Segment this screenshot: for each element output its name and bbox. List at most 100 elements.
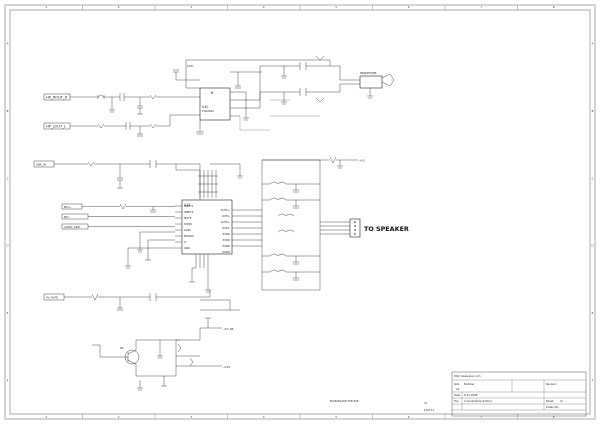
amp-bottom-leads — [195, 254, 209, 268]
zone-bottom-3: 3 — [190, 415, 192, 419]
zone-left-D: D — [7, 244, 9, 248]
amp-pin-right-6: PVDD — [223, 238, 230, 242]
av-mute-cap — [149, 293, 157, 301]
hp-l-res — [97, 123, 105, 129]
title-block: http://www.elec.com Size A3 Number Revis… — [330, 371, 587, 417]
output-filter-box — [261, 159, 321, 291]
amp-left-gnd — [125, 247, 175, 269]
amp-bottom-gnd — [189, 267, 211, 293]
line-in-shunt — [117, 164, 123, 189]
amp-pin-left-5: GAIN — [184, 228, 191, 232]
output-caps-top — [293, 184, 299, 209]
drawn-label: Drawn By — [546, 405, 559, 409]
size-value: A3 — [456, 387, 460, 391]
amp-pin-right-1: OUT1+ — [221, 208, 230, 212]
amp-pin-left-1: INPUT1 — [184, 204, 194, 208]
hp-amp-ic — [199, 87, 231, 121]
hp-r-resistor — [97, 94, 105, 99]
transistor-bias-net — [150, 339, 200, 377]
zone-right-F: F — [592, 378, 594, 382]
headphone-amp-section: HP_ROUT_R HP_LOUT_L U10 TDA2822 ▲ C101 — [43, 55, 395, 137]
hp-amp-supply-ref: C101 — [187, 64, 194, 68]
hp-out-shunts — [281, 66, 287, 105]
supply-res — [329, 156, 337, 164]
zone-bottom-7: 7 — [480, 415, 482, 419]
zone-top-4: 4 — [263, 5, 265, 9]
output-inductor-leads — [262, 183, 320, 273]
mic-res — [119, 203, 127, 210]
zone-top-2: 2 — [118, 5, 120, 9]
output-inductors — [269, 181, 287, 273]
amp-pin-right-3: OUT2+ — [221, 220, 230, 224]
amp-pin-right-4: OUT2- — [222, 226, 230, 230]
mic-cap — [150, 206, 156, 213]
size-label: Size — [454, 382, 460, 386]
speaker-connector — [349, 218, 361, 238]
zone-left-F: F — [7, 378, 9, 382]
zone-top-7: 7 — [480, 5, 482, 9]
rail-top — [205, 317, 211, 328]
to-speaker-label: TO SPEAKER — [364, 225, 409, 233]
hp-r-shunt-cap — [137, 97, 143, 115]
date-label: Date — [454, 393, 461, 397]
headphone-jack — [359, 75, 383, 89]
zone-bottom-8: 8 — [553, 415, 555, 419]
hp-amp-supply-wire — [185, 59, 270, 89]
zone-bottom-2: 2 — [118, 415, 120, 419]
amp-right-leads — [232, 209, 262, 247]
output-mid-inductors — [277, 213, 295, 233]
speaker-pin-3 — [354, 229, 356, 231]
hp-lout-label: HP_LOUT_L — [46, 125, 66, 129]
file-label: File — [454, 399, 459, 403]
zone-right-C: C — [592, 176, 594, 180]
supply-label: +5V — [359, 159, 365, 163]
hp-fb-cap2 — [230, 71, 262, 89]
amp-pin-left-7: TJ — [184, 240, 187, 244]
amp-pin-left-4: SHDN — [184, 222, 192, 226]
output-caps-bottom — [293, 256, 299, 281]
amp-pin-left-3: MUTE — [184, 216, 192, 220]
line-in-bias — [175, 163, 243, 179]
hp-amp-gnd — [196, 120, 204, 135]
zone-top-8: 8 — [553, 5, 555, 9]
date-value: 8-13-2008 — [464, 393, 478, 397]
mic-minus-label: MIC- — [64, 215, 70, 219]
mute-aux — [200, 299, 240, 311]
inner-frame — [9, 9, 591, 415]
amp-pin-right-7: PGND — [222, 244, 230, 248]
amp-ic-ref: U14 — [184, 203, 190, 207]
hp-r-cap — [119, 93, 125, 101]
hp-amp-out-wires — [230, 91, 260, 117]
sheet-value: of — [560, 399, 563, 403]
zone-right-D: D — [592, 244, 594, 248]
zone-right-B: B — [592, 109, 594, 113]
zone-bottom-6: 6 — [408, 415, 410, 419]
hp-l-res2 — [149, 123, 157, 129]
file-value: C:\Audio\Amp.SchDoc — [464, 399, 493, 403]
zone-right-A: A — [592, 42, 594, 46]
audio-gnd-label: AUDIO_GND — [64, 225, 80, 229]
hp-out-r-cap — [299, 62, 307, 70]
zone-bottom-4: 4 — [263, 415, 265, 419]
rail-wires — [199, 327, 222, 367]
hp-l-cap — [125, 122, 131, 130]
zone-top-5: 5 — [335, 5, 337, 9]
ic-top-resnet — [198, 175, 218, 193]
hp-out-resistors — [315, 55, 325, 103]
av-mute-wire — [64, 290, 211, 298]
zone-top-1: 1 — [45, 5, 47, 9]
rail-5vsb-label: +5V_SB — [223, 327, 234, 331]
zone-left-B: B — [7, 109, 9, 113]
mic-wires — [82, 206, 175, 227]
line-in-wire — [54, 163, 201, 200]
mic-plus-label: MIC+ — [64, 205, 71, 209]
av-mute-shunt — [117, 297, 123, 311]
zone-top-6: 6 — [408, 5, 410, 9]
hp-r-res2 — [149, 94, 157, 100]
amp-pin-left-8: GND — [184, 246, 190, 250]
speaker-wires — [320, 221, 350, 235]
title-block-grid — [452, 379, 586, 411]
transistor-resistors — [177, 343, 194, 367]
